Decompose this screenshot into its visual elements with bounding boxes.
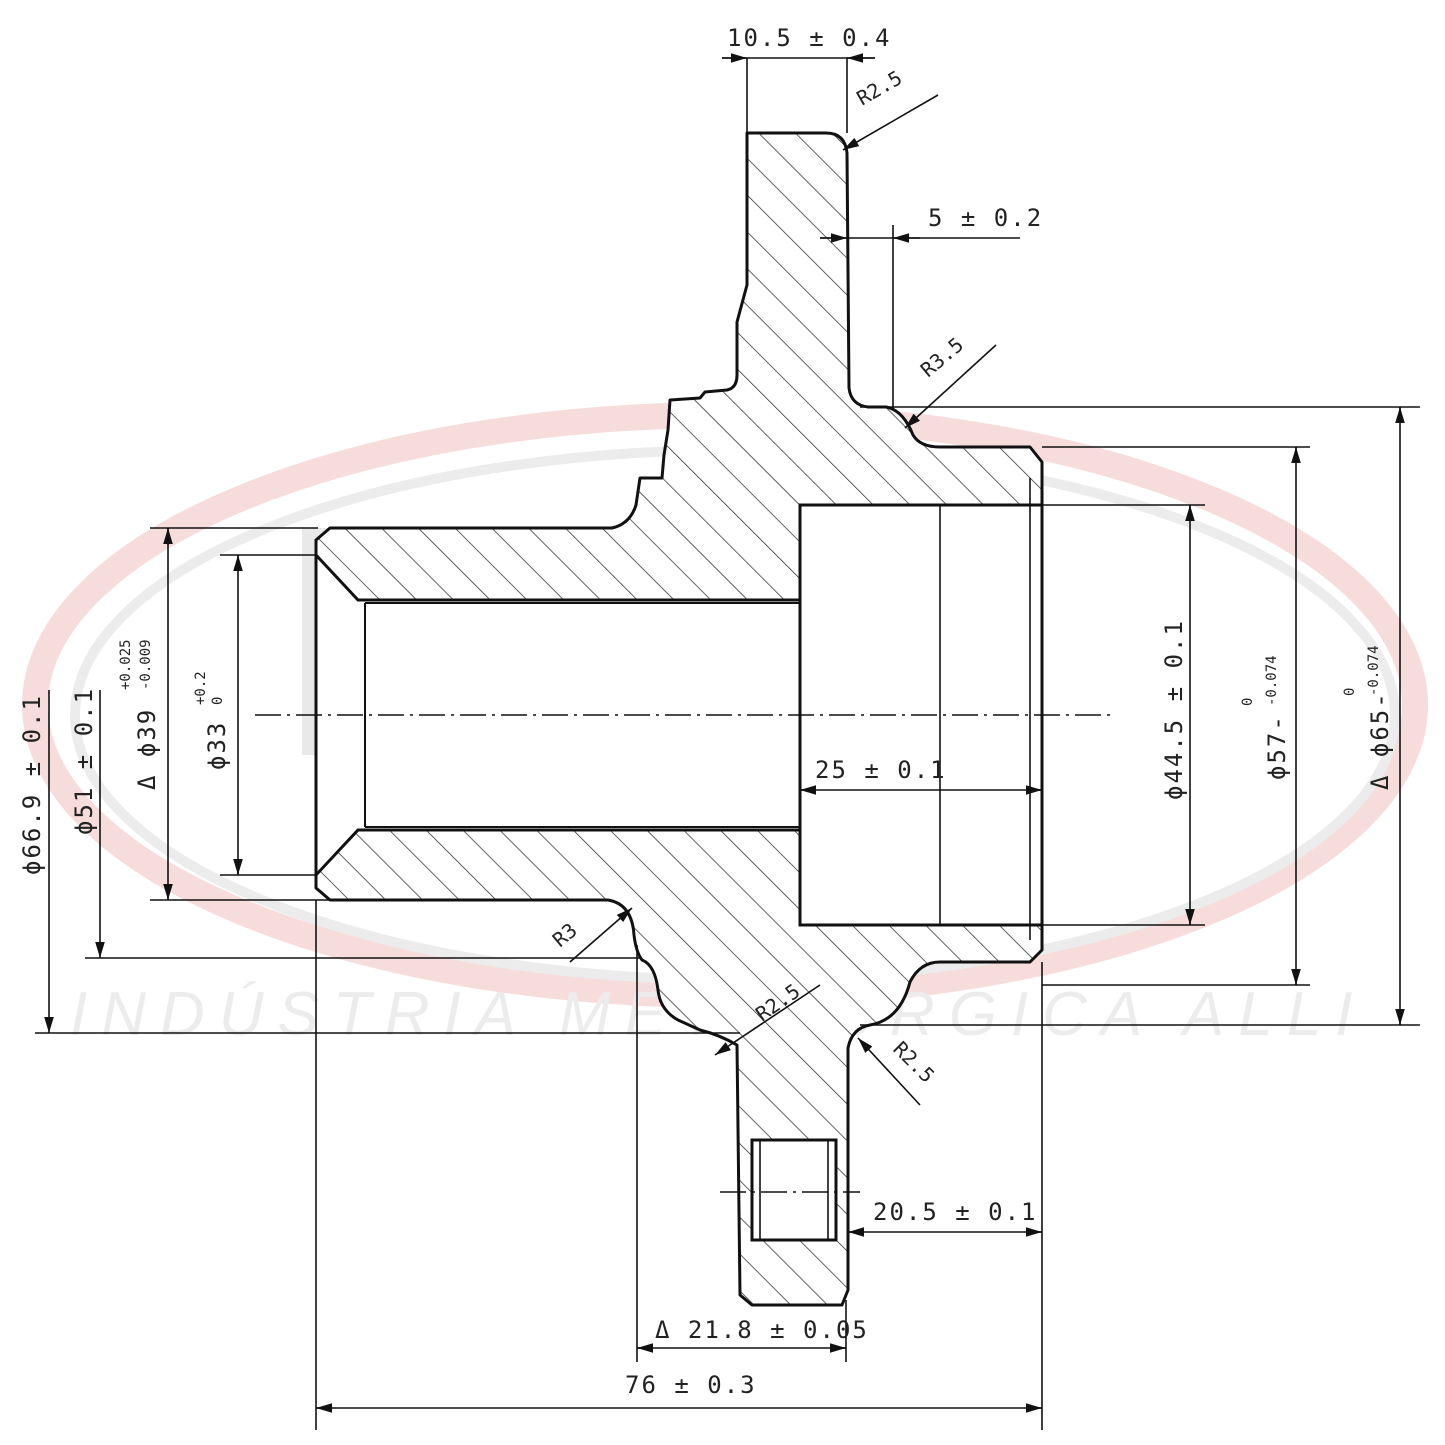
dim-step: 5 ± 0.2: [928, 204, 1043, 232]
dim-flange-pos: Δ 21.8 ± 0.05: [655, 1316, 869, 1344]
dim-bore-33-tol-lower: 0: [210, 697, 226, 705]
dim-fillet-top: R2.5: [853, 65, 907, 110]
dim-fillet-r3: R3: [548, 918, 582, 952]
dim-seat-57: ϕ57-: [1263, 714, 1291, 780]
dim-flange-width: 10.5 ± 0.4: [727, 24, 892, 52]
dimension-lines: [44, 53, 1405, 1413]
dim-seat-57-tol-lower: -0.074: [1264, 655, 1280, 706]
extension-lines: [35, 58, 1420, 1430]
bolt-hole: [750, 1138, 838, 1242]
dim-od-overall: ϕ66.9 ± 0.1: [18, 694, 46, 875]
dim-seat-65: Δ ϕ65-: [1366, 691, 1394, 790]
dim-bore-39-tol-lower: -0.009: [138, 639, 154, 690]
dim-bore-33: ϕ33: [203, 721, 231, 770]
dim-seat-65-tol-lower: -0.074: [1366, 645, 1382, 696]
dim-seat-65-tol-upper: 0: [1342, 688, 1358, 696]
dim-seat-57-tol-upper: 0: [1240, 698, 1256, 706]
dim-bore-39: Δ ϕ39: [133, 708, 161, 790]
dim-bore-33-tol-upper: +0.2: [193, 671, 209, 705]
dim-od-hub: ϕ51 ± 0.1: [70, 687, 98, 835]
dim-counterbore-depth: 25 ± 0.1: [815, 756, 947, 784]
dim-bore-39-tol-upper: +0.025: [118, 639, 134, 690]
dim-counterbore-dia: ϕ44.5 ± 0.1: [1160, 619, 1188, 800]
dim-fillet-mid: R3.5: [916, 332, 968, 381]
dim-overall-length: 76 ± 0.3: [625, 1371, 757, 1399]
dim-hole-pos: 20.5 ± 0.1: [873, 1198, 1038, 1226]
